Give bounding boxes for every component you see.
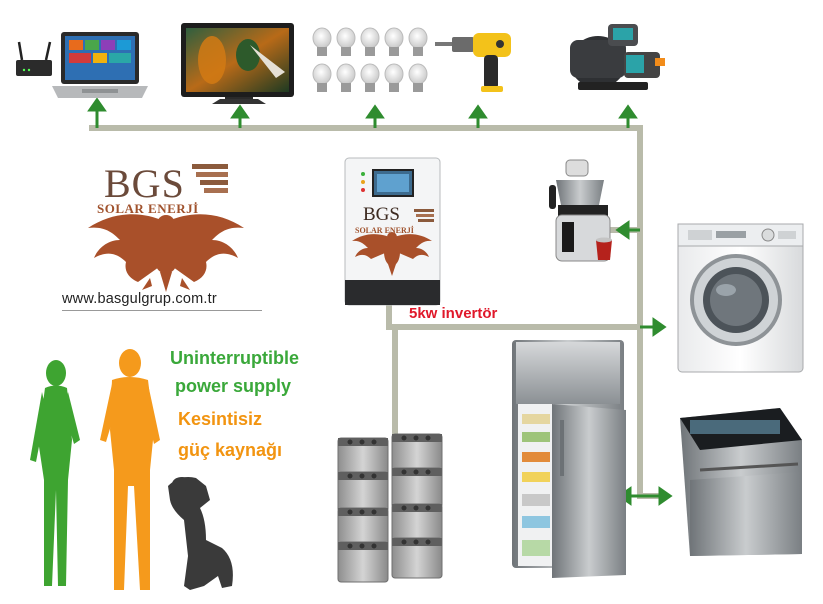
led-bulb <box>384 27 404 56</box>
led-bulb <box>360 63 380 92</box>
led-bulb <box>384 63 404 92</box>
washing-machine-icon <box>677 223 804 373</box>
ups-turkish-line1: Kesintisiz <box>178 409 263 429</box>
inverter-logo-title: BGS <box>363 204 400 225</box>
battery-unit <box>337 437 389 479</box>
led-bulb <box>408 63 428 92</box>
battery-unit <box>337 541 389 583</box>
battery-unit <box>337 471 389 513</box>
laptop-icon <box>52 32 148 98</box>
battery-unit <box>391 503 443 545</box>
power-drill-icon <box>435 33 511 92</box>
man-silhouette-icon <box>100 349 160 590</box>
led-bulb <box>336 63 356 92</box>
refrigerator-icon <box>512 340 626 578</box>
website-url[interactable]: www.basgulgrup.com.tr <box>62 291 262 311</box>
router-icon <box>16 41 52 76</box>
ups-turkish-line2: güç kaynağı <box>178 440 283 460</box>
woman-silhouette-icon <box>30 360 80 586</box>
inverter-logo-subtitle: SOLAR ENERJİ <box>355 226 414 235</box>
led-bulb <box>312 63 332 92</box>
led-bulb <box>360 27 380 56</box>
battery-unit <box>391 537 443 579</box>
inverter-eagle-logo <box>352 209 434 276</box>
inverter-label: 5kw invertör <box>409 305 498 322</box>
ups-english-line1: Uninterruptible <box>170 348 299 368</box>
inverter-icon <box>344 157 441 306</box>
bgs-eagle-logo <box>88 164 244 292</box>
logo-subtitle: SOLAR ENERJİ <box>97 201 199 216</box>
led-bulb <box>336 27 356 56</box>
dishwasher-icon <box>680 408 802 556</box>
logo-title: BGS <box>104 161 185 206</box>
battery-bank-icon <box>337 433 443 583</box>
led-bulbs-icon <box>312 27 428 92</box>
led-bulb <box>408 27 428 56</box>
water-pump-icon <box>570 24 665 90</box>
battery-unit <box>337 507 389 549</box>
led-bulb <box>312 27 332 56</box>
television-icon <box>181 23 294 104</box>
dog-silhouette-icon <box>168 477 233 590</box>
battery-unit <box>391 433 443 475</box>
battery-unit <box>391 467 443 509</box>
tea-maker-icon <box>549 159 612 262</box>
ups-english-line2: power supply <box>175 376 292 396</box>
